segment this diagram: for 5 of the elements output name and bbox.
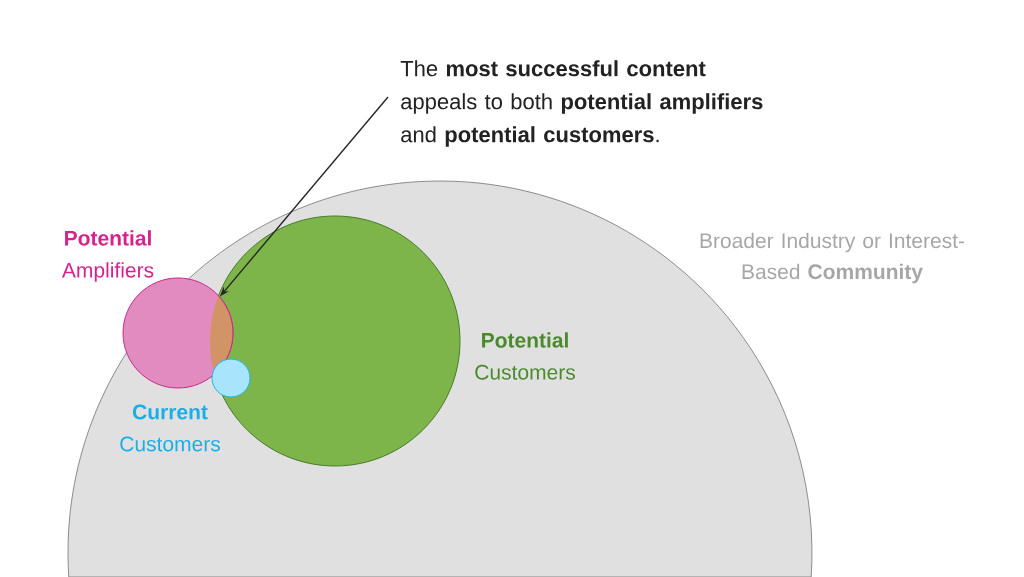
circle-label: Current Customers bbox=[120, 404, 220, 452]
circle-label: Potential Amplifiers bbox=[61, 230, 154, 282]
callout-text: The most successful content appeals to both potential amplifiers and potential customers. bbox=[400, 60, 763, 147]
circle-label: Potential Customers bbox=[475, 332, 575, 380]
circle-label: Broader Industry or Interest-Based Community bbox=[700, 232, 965, 284]
